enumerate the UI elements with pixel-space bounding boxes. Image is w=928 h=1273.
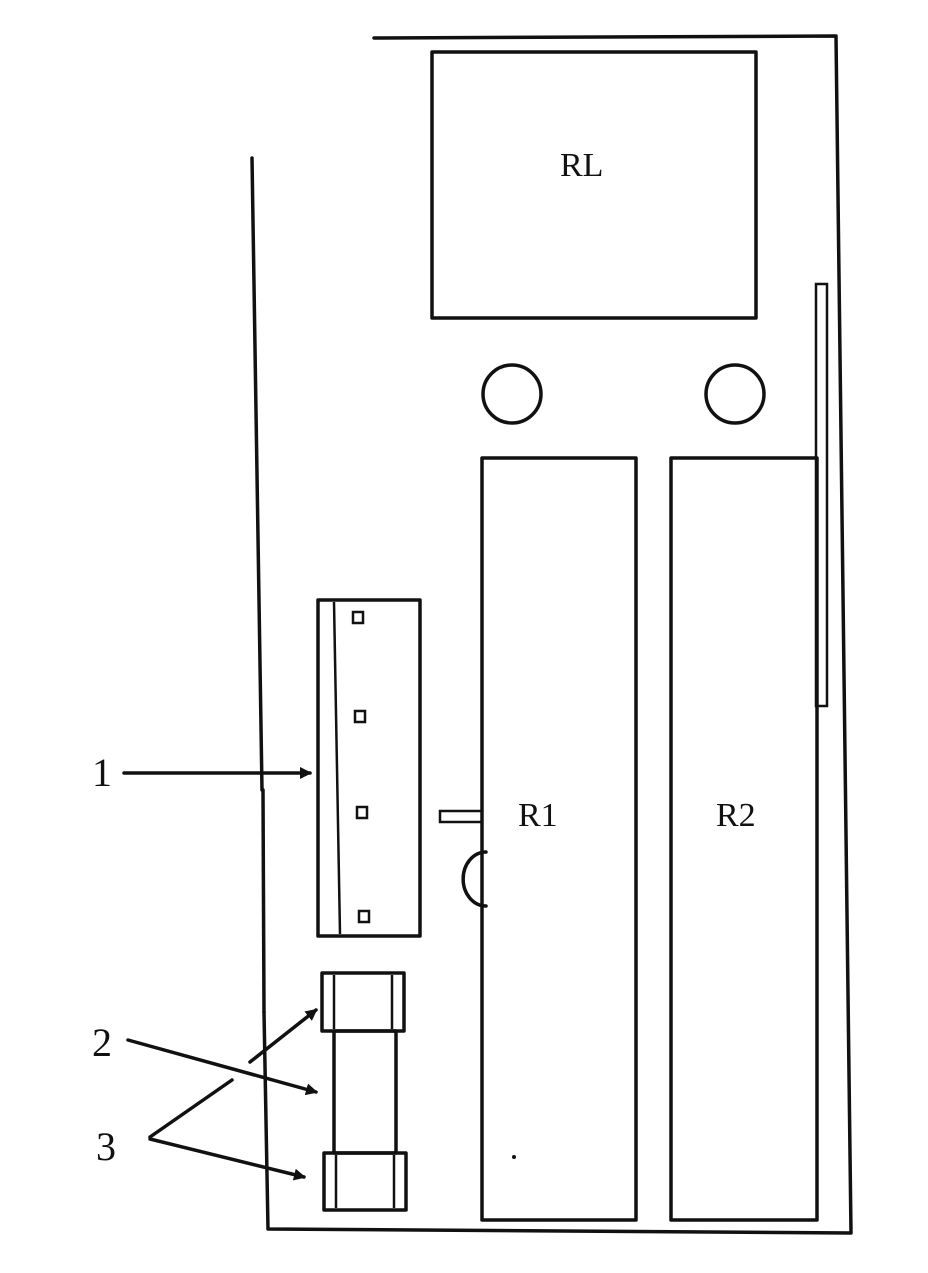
- callout-1-label: 1: [92, 750, 112, 795]
- connector-pin: [353, 709, 367, 724]
- callout-3-arrow-top-2: [248, 1008, 318, 1064]
- resistor-r1-label: R1: [518, 797, 558, 834]
- board-outline-gap-lower: [261, 788, 266, 1014]
- resistor-r2-label: R2: [716, 797, 756, 834]
- callout-2-label: 2: [92, 1020, 112, 1065]
- relay-rl: [430, 50, 758, 320]
- callout-3-label: 3: [96, 1124, 116, 1169]
- callout-2-arrow: [126, 1038, 318, 1096]
- connector-pin: [355, 805, 369, 820]
- connector-pin: [357, 909, 371, 924]
- resistor-r1: [480, 456, 638, 1222]
- relay-label: RL: [560, 147, 603, 184]
- fuse: [320, 971, 408, 1212]
- resistor-r2: [669, 456, 819, 1222]
- dot-mark: [512, 1155, 516, 1159]
- fuse-cap-bottom: [322, 1151, 408, 1212]
- fuse-body: [332, 1029, 398, 1155]
- board-outline: [250, 34, 853, 1235]
- resistor-r1-bulge: [461, 850, 488, 908]
- connector-block: [316, 598, 422, 938]
- connector-pin: [351, 610, 365, 625]
- callout-3-arrow-top: [148, 1078, 234, 1139]
- mounting-hole-left: [481, 363, 543, 425]
- resistor-r1-tab: [438, 809, 484, 824]
- mounting-hole-right: [704, 363, 766, 425]
- callout-3-arrow-bottom: [148, 1137, 306, 1181]
